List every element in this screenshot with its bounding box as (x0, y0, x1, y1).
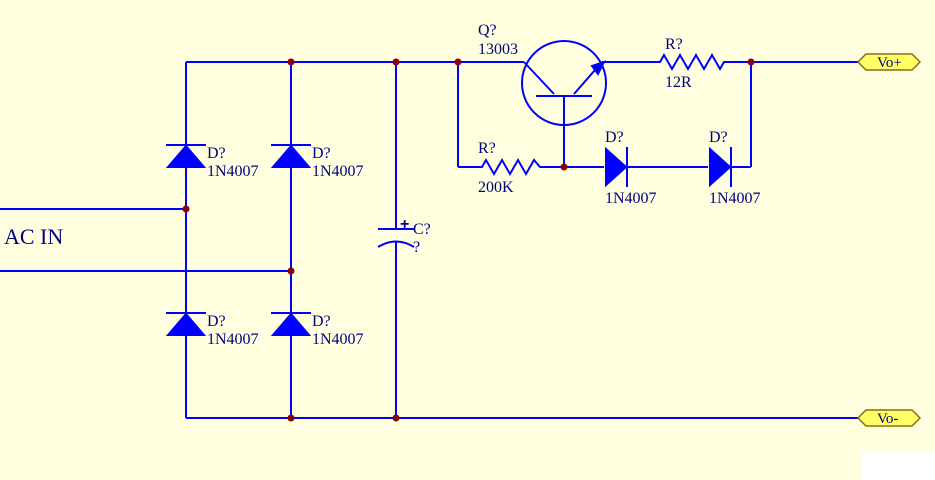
transistor-q1[interactable] (521, 40, 607, 126)
diode-d6-body (709, 146, 732, 188)
ac-in-label: AC IN (4, 224, 63, 249)
diode-d1-body (165, 144, 207, 168)
diode-d5-body (605, 146, 628, 188)
capacitor-c1[interactable] (377, 228, 415, 248)
junction-dot (287, 267, 295, 275)
transistor-part: 13003 (478, 41, 518, 58)
capacitor-designator: C? (413, 221, 431, 238)
junction-dot (747, 58, 755, 66)
capacitor-polarity: + (400, 216, 409, 233)
diode-d5-designator: D? (605, 129, 624, 146)
junction-dot (287, 414, 295, 422)
capacitor-plate-negative (377, 240, 415, 248)
transistor-collector (523, 61, 555, 95)
diode-d4-designator: D? (312, 313, 331, 330)
port-vout-positive-label: Vo+ (877, 55, 902, 71)
junctions (182, 58, 755, 422)
port-vout-negative[interactable]: Vo- (856, 409, 922, 427)
resistor-r-out-designator: R? (665, 36, 683, 53)
port-vout-negative-label: Vo- (877, 411, 898, 427)
port-vout-negative-shape (856, 409, 922, 427)
diode-d4[interactable] (270, 312, 312, 336)
junction-dot (392, 58, 400, 66)
diode-d1-part: 1N4007 (207, 163, 259, 180)
capacitor-value: ? (413, 239, 420, 256)
transistor-designator: Q? (478, 22, 497, 39)
diode-d2-part: 1N4007 (312, 163, 364, 180)
wires (0, 61, 858, 419)
resistor-r-out-value: 12R (665, 74, 692, 91)
port-vout-positive-shape (856, 53, 922, 71)
diode-d6[interactable] (709, 146, 732, 188)
transistor-envelope (521, 40, 607, 126)
diode-d1-designator: D? (207, 145, 226, 162)
diode-d4-body (270, 312, 312, 336)
resistor-r-base[interactable] (478, 157, 544, 177)
junction-dot (287, 58, 295, 66)
junction-dot (454, 58, 462, 66)
diode-d2-body (270, 144, 312, 168)
diode-d1[interactable] (165, 144, 207, 168)
blank-corner (862, 452, 935, 480)
transistor-emitter-arrow (590, 60, 606, 76)
diode-d2[interactable] (270, 144, 312, 168)
resistor-r-base-value: 200K (478, 179, 514, 196)
diode-d2-designator: D? (312, 145, 331, 162)
diode-d3[interactable] (165, 312, 207, 336)
resistor-r-base-designator: R? (478, 140, 496, 157)
junction-dot (182, 205, 190, 213)
junction-dot (560, 163, 568, 171)
diode-d3-designator: D? (207, 313, 226, 330)
resistor-r-out[interactable] (652, 52, 728, 72)
diode-d5[interactable] (605, 146, 628, 188)
diode-d3-part: 1N4007 (207, 331, 259, 348)
diode-d6-designator: D? (709, 129, 728, 146)
diode-d3-body (165, 312, 207, 336)
diode-d6-part: 1N4007 (709, 190, 761, 207)
diode-d4-part: 1N4007 (312, 331, 364, 348)
junction-dot (392, 414, 400, 422)
diode-d5-part: 1N4007 (605, 190, 657, 207)
port-vout-positive[interactable]: Vo+ (856, 53, 922, 71)
